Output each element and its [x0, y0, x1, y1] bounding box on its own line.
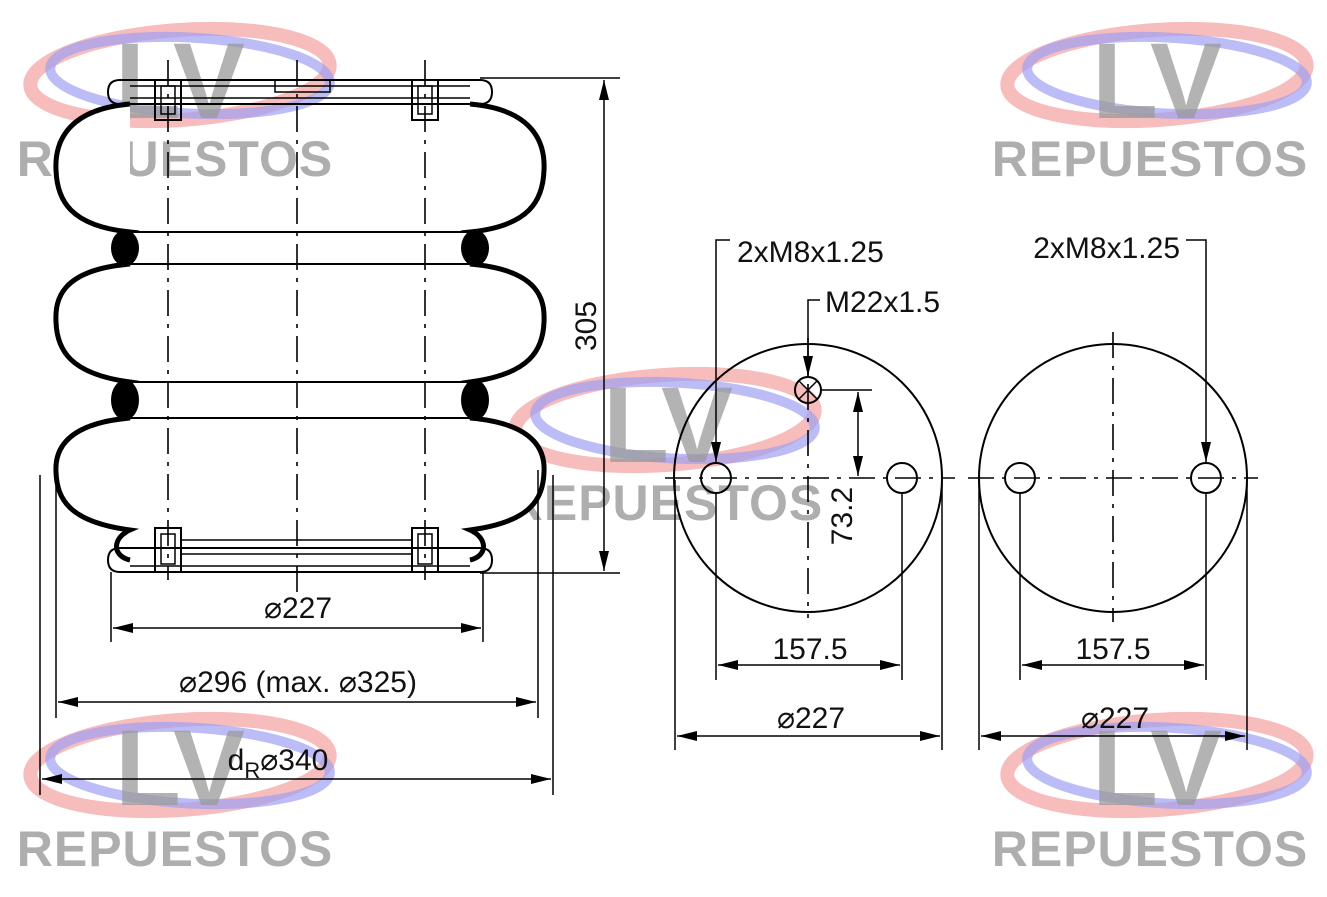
girdle-ring-lower — [130, 381, 470, 419]
watermark-center: LV REPUESTOS — [507, 364, 824, 531]
top-plate-boss — [274, 80, 331, 93]
air-port-leader — [803, 299, 820, 376]
bottom-diameter-label: ⌀227 — [1081, 702, 1149, 735]
top-diameter-label: ⌀227 — [777, 702, 845, 735]
top-spacing-label: 157.5 — [772, 633, 847, 666]
ring-left-upper — [111, 230, 139, 266]
bottom-plate-inner — [130, 539, 470, 567]
offset-label: 73.2 — [826, 487, 859, 545]
bottom-bead-plate — [106, 547, 494, 573]
air-port-label: M22x1.5 — [825, 286, 940, 319]
air-port-cross-icon — [798, 380, 818, 400]
top-plate-view: 2xM8x1.25 M22x1.5 73.2 157.5 ⌀227 — [665, 236, 955, 750]
bottom-plate-view: 2xM8x1.25 157.5 ⌀227 — [968, 232, 1258, 750]
watermark-top-right: LV REPUESTOS — [992, 20, 1310, 187]
watermark-text: REPUESTOS — [507, 475, 824, 531]
bottom-thread-label: 2xM8x1.25 — [1033, 232, 1180, 265]
ring-left-lower — [111, 380, 139, 420]
watermark-bottom-right: LV REPUESTOS — [992, 707, 1310, 877]
bottom-spacing-label: 157.5 — [1075, 633, 1150, 666]
bottom-thread-leader — [1186, 239, 1211, 462]
plate-diameter-label: ⌀227 — [264, 592, 332, 625]
bellows-outline-left — [53, 101, 140, 563]
ring-right-lower — [461, 380, 489, 420]
watermark-bottom-left: LV REPUESTOS — [17, 707, 334, 877]
thread-holes-leader — [711, 239, 730, 462]
watermark-text: REPUESTOS — [17, 821, 334, 877]
ring-right-upper — [461, 230, 489, 266]
top-plate-inner — [130, 85, 470, 99]
watermark-text: REPUESTOS — [992, 821, 1309, 877]
watermark-logo: LV — [115, 707, 245, 828]
girdle-ring-upper — [130, 231, 470, 265]
bellows-outline-right — [460, 101, 547, 563]
nominal-diameter-label: ⌀296 (max. ⌀325) — [179, 666, 417, 699]
air-port-hole — [794, 376, 822, 404]
height-label: 305 — [570, 301, 603, 351]
thread-holes-label: 2xM8x1.25 — [737, 236, 884, 269]
watermark-logo: LV — [1092, 707, 1222, 828]
watermark-text: REPUESTOS — [992, 131, 1309, 187]
rolling-diameter-label: dR⌀340 — [228, 744, 329, 783]
watermark-logo: LV — [1092, 20, 1222, 141]
air-spring-side-view: 305 ⌀227 ⌀296 (max. ⌀325) dR⌀340 — [39, 60, 620, 795]
